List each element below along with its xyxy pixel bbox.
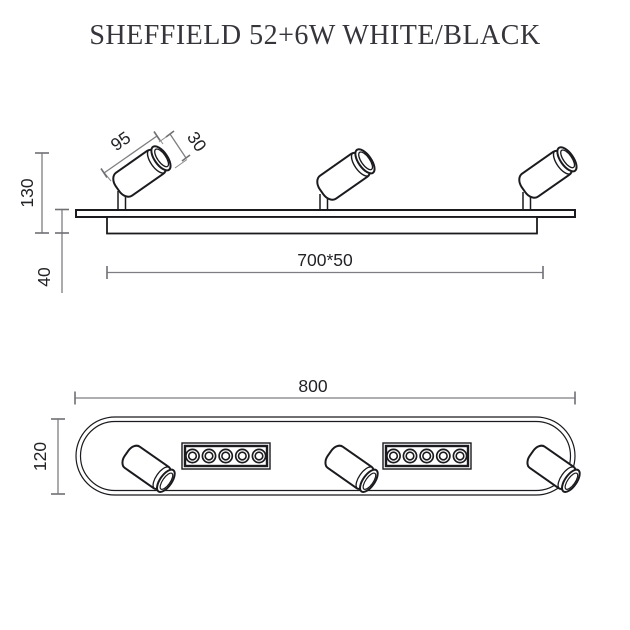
dim-overall-height: 130 [17, 152, 49, 234]
dim-front-height: 120 [30, 418, 65, 495]
led-module-right [381, 441, 473, 471]
dim-overall-length: 800 [74, 376, 576, 405]
front-view: 800 120 [30, 376, 585, 496]
spotlight-side-right [514, 143, 582, 203]
fixture-body-front [75, 416, 576, 496]
spotlight-front-middle [321, 441, 383, 496]
dim-canopy-height: 40 [34, 208, 69, 293]
dim-label-130: 130 [17, 178, 37, 207]
dim-label-40: 40 [34, 267, 54, 287]
product-title: SHEFFIELD 52+6W WHITE/BLACK [89, 20, 541, 51]
dim-label-700x50: 700*50 [297, 250, 353, 270]
dim-label-800: 800 [298, 376, 327, 396]
led-module-left [180, 441, 272, 471]
dim-label-120: 120 [30, 442, 50, 471]
dim-body-size: 700*50 [106, 250, 544, 279]
spotlight-side-middle [312, 145, 380, 205]
side-view: 130 40 [17, 127, 582, 293]
dim-label-30: 30 [183, 128, 211, 156]
spotlight-front-left [118, 441, 180, 496]
fixture-body-side [75, 209, 576, 235]
dim-label-95: 95 [107, 127, 134, 155]
